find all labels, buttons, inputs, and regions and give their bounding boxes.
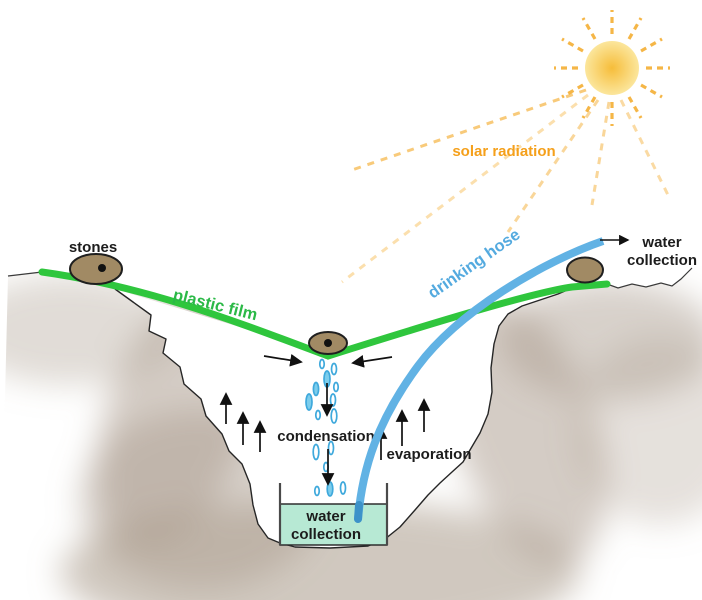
ground-line-right (606, 267, 693, 289)
ground-shadow (0, 275, 702, 600)
stone-center-dot (324, 339, 332, 347)
pit-interior (115, 288, 572, 548)
water-collection-box-label-1: water (305, 508, 345, 525)
stone-left (69, 253, 123, 285)
ground-line-left (7, 271, 43, 277)
water-collection-right-label-1: water (641, 234, 681, 251)
drinking-hose-tip (354, 501, 363, 523)
sun-rays (554, 10, 670, 126)
stone-left-dot (98, 264, 106, 272)
stones-label: stones (69, 239, 117, 256)
evaporation-arrows (219, 392, 431, 460)
sun-long-rays (341, 88, 670, 284)
water-collection-container: water collection (278, 483, 389, 546)
water-surface (279, 503, 388, 546)
drinking-hose (354, 237, 605, 521)
condensation-fall-arrows (320, 383, 335, 486)
condensation-label: condensation (277, 428, 375, 445)
sun (554, 10, 670, 126)
condensation-droplets (305, 358, 347, 497)
evaporation-label: evaporation (386, 446, 471, 463)
solar-radiation-label: solar radiation (452, 143, 555, 160)
water-collection-box-label-2: collection (291, 526, 361, 543)
stone-right (566, 256, 604, 284)
water-collection-right-label-2: collection (627, 252, 697, 269)
plastic-film (38, 268, 611, 360)
sun-disc (585, 41, 639, 95)
pit-outline (114, 287, 573, 549)
stones (69, 253, 604, 355)
film-flow-arrows (263, 353, 393, 368)
